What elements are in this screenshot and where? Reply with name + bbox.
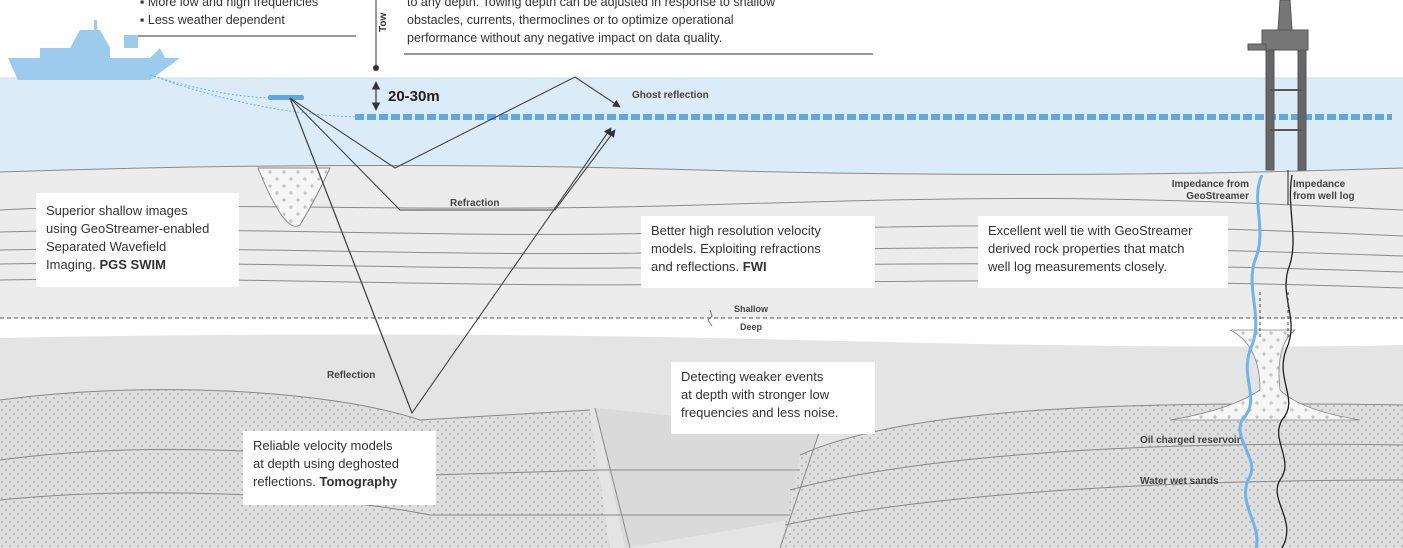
platform-graphic [1247, 0, 1309, 171]
bullet-frequencies: ▪ More low and high frequencies [140, 0, 319, 9]
reliable-velocity-tomography: Tomography [319, 474, 398, 489]
shallow-label: Shallow [734, 304, 769, 314]
reflection-label: Reflection [327, 370, 376, 381]
weaker-events-line-1: Detecting weaker events [681, 369, 824, 384]
top-text-line-1: to any depth. Towing depth can be adjust… [407, 0, 776, 9]
oil-charged-label: Oil charged reservoir [1140, 435, 1241, 446]
shallow-images-box: Superior shallow images using GeoStreame… [36, 193, 239, 287]
velocity-models-line-1: Better high resolution velocity [651, 223, 821, 238]
well-tie-line-2: derived rock properties that match [988, 241, 1185, 256]
reliable-velocity-line-2: at depth using deghosted [253, 456, 400, 471]
geostreamer-curve [1238, 174, 1264, 548]
reliable-velocity-line-3: reflections. Tomography [253, 473, 426, 491]
impedance-well-log-line-2: from well log [1293, 191, 1355, 202]
impedance-well-log-line-1: Impedance [1293, 179, 1346, 190]
velocity-models-box: Better high resolution velocity models. … [641, 216, 875, 288]
bullet-weather: ▪ Less weather dependent [140, 13, 285, 27]
reliable-velocity-box: Reliable velocity models at depth using … [243, 431, 436, 505]
source [268, 95, 304, 100]
impedance-geostreamer-label: Impedance from GeoStreamer [1153, 179, 1249, 203]
refraction-label: Refraction [450, 198, 500, 209]
well-log-curve [1276, 174, 1294, 548]
water-wet-label: Water wet sands [1140, 476, 1219, 487]
weaker-events-line-3: frequencies and less noise. [681, 405, 839, 420]
impedance-well-log-label: Impedance from well log [1293, 179, 1355, 203]
tow-label: Tow [378, 12, 389, 32]
weaker-events-box: Detecting weaker events at depth with st… [671, 362, 875, 434]
top-text-line-3: performance without any negative impact … [407, 31, 723, 45]
impedance-geostreamer-line-1: Impedance from [1171, 179, 1249, 190]
well-tie-line-3: well log measurements closely. [988, 259, 1167, 274]
shallow-images-line-1: Superior shallow images [46, 203, 188, 218]
depth-label: 20-30m [388, 88, 440, 105]
reliable-velocity-line-3a: reflections. [253, 474, 320, 489]
deep-label: Deep [740, 322, 763, 332]
velocity-models-line-3a: and reflections. [651, 259, 743, 274]
well-tie-box: Excellent well tie with GeoStreamer deri… [978, 216, 1228, 288]
channel-fill [257, 167, 331, 227]
velocity-models-fwi: FWI [742, 259, 767, 274]
reservoir [1169, 329, 1361, 421]
weaker-events-line-2: at depth with stronger low [681, 387, 830, 402]
well-tie-line-1: Excellent well tie with GeoStreamer [988, 223, 1193, 238]
top-text-line-2: obstacles, currents, thermoclines or to … [407, 13, 734, 27]
velocity-models-line-3: and reflections. FWI [651, 258, 865, 276]
shallow-images-line-4a: Imaging. [46, 257, 100, 272]
shallow-images-line-3: Separated Wavefield [46, 239, 167, 254]
impedance-geostreamer-line-2: GeoStreamer [1186, 191, 1249, 202]
velocity-models-line-2: models. Exploiting refractions [651, 241, 821, 256]
ghost-reflection-label: Ghost reflection [632, 90, 709, 101]
vessel-graphic [8, 20, 180, 80]
shallow-images-line-2: using GeoStreamer-enabled [46, 221, 210, 236]
reliable-velocity-line-1: Reliable velocity models [253, 438, 393, 453]
shallow-images-pgs-swim: PGS SWIM [99, 257, 166, 272]
shallow-images-line-4: Imaging. PGS SWIM [46, 256, 229, 274]
